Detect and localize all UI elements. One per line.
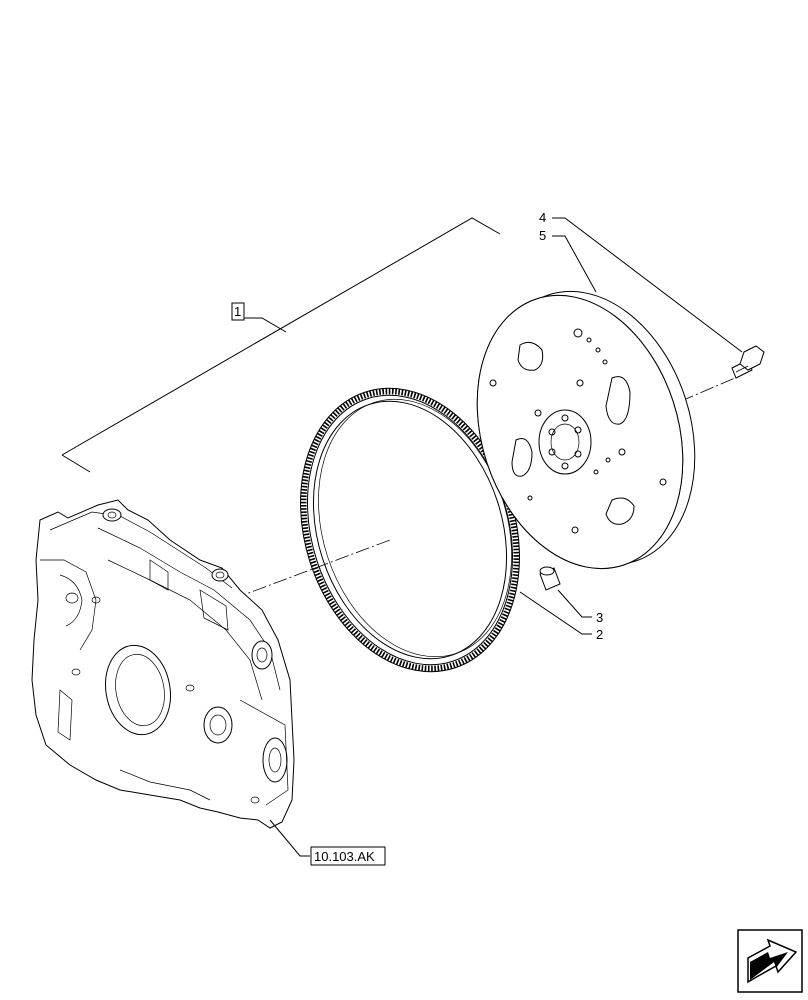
dowel-pin bbox=[539, 566, 561, 591]
arrow-icon[interactable] bbox=[737, 929, 803, 993]
item-1-box bbox=[231, 302, 245, 321]
callout-4: 4 bbox=[539, 210, 546, 225]
assembly-bracket bbox=[61, 217, 501, 473]
flywheel-housing bbox=[31, 499, 295, 829]
callout-1: 1 bbox=[234, 304, 241, 319]
bolt bbox=[731, 345, 765, 379]
reference-label[interactable]: 10.103.AK bbox=[314, 849, 375, 864]
callout-3: 3 bbox=[596, 610, 603, 625]
flywheel-disc bbox=[476, 290, 696, 570]
callout-5: 5 bbox=[539, 228, 546, 243]
reference-box[interactable] bbox=[310, 846, 386, 866]
callout-2: 2 bbox=[596, 627, 603, 642]
leader-lines bbox=[269, 217, 743, 857]
